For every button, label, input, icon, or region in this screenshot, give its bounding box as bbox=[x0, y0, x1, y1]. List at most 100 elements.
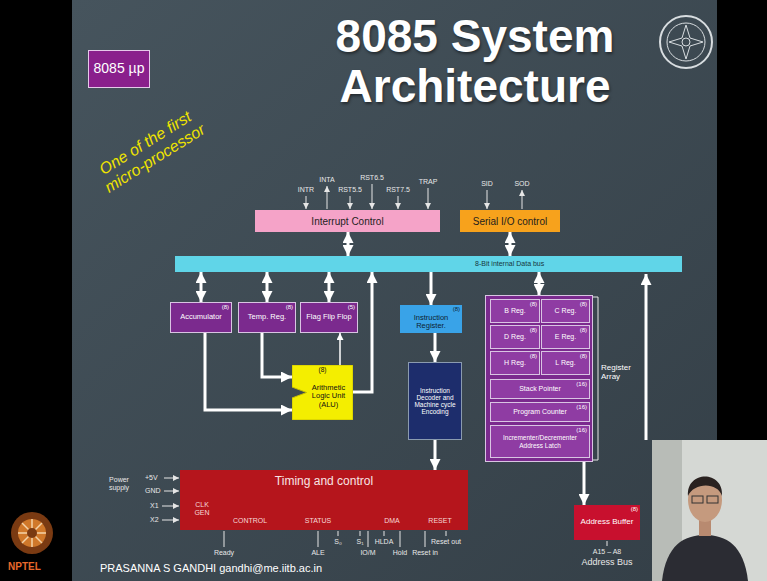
section-name: STATUS bbox=[305, 517, 332, 525]
bit-width: (8) bbox=[319, 367, 327, 374]
signal-lines bbox=[224, 531, 225, 547]
nptel-logo bbox=[11, 512, 53, 554]
signal-lines bbox=[384, 531, 385, 536]
slide-title: 8085 System Architecture bbox=[305, 12, 645, 111]
block-name: Flag Flip Flop bbox=[306, 313, 351, 321]
register-name: C Reg. bbox=[555, 307, 577, 315]
pin-name: GND bbox=[145, 487, 161, 495]
section-name: RESET bbox=[428, 517, 451, 525]
signal-lines bbox=[306, 196, 307, 209]
signal-name: TRAP bbox=[419, 178, 438, 186]
connector-arrow bbox=[266, 272, 269, 302]
bus-feed-arrow bbox=[645, 274, 648, 440]
bit-width: (8) bbox=[530, 353, 537, 359]
pin-name: Power supply bbox=[100, 476, 138, 491]
signal-name: Hold bbox=[393, 549, 407, 557]
signal-name: RST5.5 bbox=[338, 186, 362, 194]
register-name: Incrementer/Decrementer Address Latch bbox=[493, 434, 587, 448]
nptel-logo bbox=[18, 519, 46, 547]
decoder-block: Instruction Decoder and Machine cycle En… bbox=[408, 362, 462, 440]
connector-arrow bbox=[538, 272, 541, 295]
instruction-register: Instruction Register. (8) bbox=[400, 305, 462, 333]
signal-lines bbox=[398, 196, 399, 209]
block-name: Serial I/O control bbox=[473, 216, 547, 227]
block-name: Timing and control bbox=[275, 475, 373, 488]
alu-block: (8) Arithmetic Logic Unit (ALU) bbox=[292, 365, 353, 420]
webcam-inset bbox=[662, 535, 748, 581]
signal-lines bbox=[318, 531, 319, 547]
register-name: L Reg. bbox=[555, 359, 575, 367]
signal-lines bbox=[593, 297, 598, 460]
signal-lines bbox=[327, 186, 328, 209]
annotation: One of the first micro-processor bbox=[86, 101, 215, 200]
signal-lines bbox=[360, 531, 361, 536]
author-credit: PRASANNA S GANDHI gandhi@me.iitb.ac.in bbox=[100, 562, 322, 574]
block-name: Instruction Decoder and Machine cycle En… bbox=[411, 387, 459, 416]
signal-name: HLDA bbox=[375, 538, 394, 546]
bit-width: (8) bbox=[286, 304, 293, 310]
section-name: CLK GEN bbox=[190, 501, 214, 516]
signal-name: S₁ bbox=[356, 538, 363, 546]
title-badge: 8085 µp bbox=[88, 50, 150, 88]
bit-width: (8) bbox=[453, 306, 460, 312]
webcam-inset bbox=[692, 496, 703, 503]
signal-lines bbox=[164, 491, 179, 492]
signal-lines bbox=[446, 531, 447, 536]
iit-logo bbox=[660, 16, 712, 68]
iit-logo bbox=[660, 16, 712, 68]
register-cell: Incrementer/Decrementer Address Latch(16… bbox=[490, 425, 590, 458]
connector-arrow bbox=[262, 333, 292, 377]
block-name: Temp. Reg. bbox=[248, 313, 286, 321]
bit-width: (16) bbox=[576, 404, 587, 410]
register-cell: H Reg.(8) bbox=[490, 351, 540, 375]
bit-width: (8) bbox=[530, 301, 537, 307]
register-name: Program Counter bbox=[513, 408, 567, 416]
signal-name: INTR bbox=[298, 186, 314, 194]
register-cell: D Reg.(8) bbox=[490, 325, 540, 349]
signal-lines bbox=[164, 478, 179, 479]
logo-text: NPTEL bbox=[8, 561, 41, 572]
webcam-inset bbox=[652, 440, 767, 581]
signal-lines bbox=[522, 190, 523, 209]
signal-name: Reset out bbox=[431, 538, 461, 546]
register-cell: L Reg.(8) bbox=[541, 351, 590, 375]
signal-lines bbox=[425, 531, 426, 547]
register-cell: C Reg.(8) bbox=[541, 299, 590, 323]
array-name: Register Array bbox=[601, 364, 637, 382]
signal-lines bbox=[428, 188, 429, 209]
register-name: D Reg. bbox=[504, 333, 526, 341]
serial-io-block: Serial I/O control bbox=[460, 210, 560, 232]
interrupt-block: Interrupt Control bbox=[255, 210, 440, 232]
alu-outline bbox=[292, 365, 353, 420]
signal-name: SID bbox=[481, 180, 493, 188]
nptel-logo bbox=[27, 528, 37, 538]
register-array: Register ArrayB Reg.(8)C Reg.(8)D Reg.(8… bbox=[485, 295, 593, 462]
data-bus-band: 8-Bit internal Data bus bbox=[175, 256, 682, 272]
block-name: Arithmetic Logic Unit (ALU) bbox=[306, 384, 351, 409]
block-name: Instruction Register. bbox=[402, 314, 460, 331]
register-name: Stack Pointer bbox=[519, 385, 561, 393]
signal-name: A15 – A8 bbox=[593, 548, 621, 556]
iit-logo bbox=[669, 25, 703, 59]
pin-name: +5V bbox=[145, 474, 158, 482]
signal-lines bbox=[350, 196, 351, 209]
nptel-logo bbox=[18, 519, 46, 547]
signal-name: SOD bbox=[514, 180, 529, 188]
connector-arrow bbox=[328, 272, 331, 302]
register-cell: B Reg.(8) bbox=[490, 299, 540, 323]
signal-name: Reset in bbox=[412, 549, 438, 557]
bit-width: (8) bbox=[631, 506, 638, 512]
signal-name: RST7.5 bbox=[386, 186, 410, 194]
section-name: CONTROL bbox=[233, 517, 267, 525]
register-cell: Stack Pointer(16) bbox=[490, 379, 590, 399]
signal-lines bbox=[368, 531, 369, 547]
iit-logo bbox=[682, 38, 690, 46]
bit-width: (8) bbox=[580, 301, 587, 307]
signal-lines bbox=[162, 506, 179, 507]
webcam-inset bbox=[688, 477, 722, 497]
block-name: Accumulator bbox=[180, 313, 222, 321]
connector-arrow bbox=[509, 232, 512, 256]
iit-logo bbox=[667, 23, 705, 61]
connector-arrow bbox=[339, 333, 341, 365]
webcam-inset bbox=[707, 496, 718, 503]
